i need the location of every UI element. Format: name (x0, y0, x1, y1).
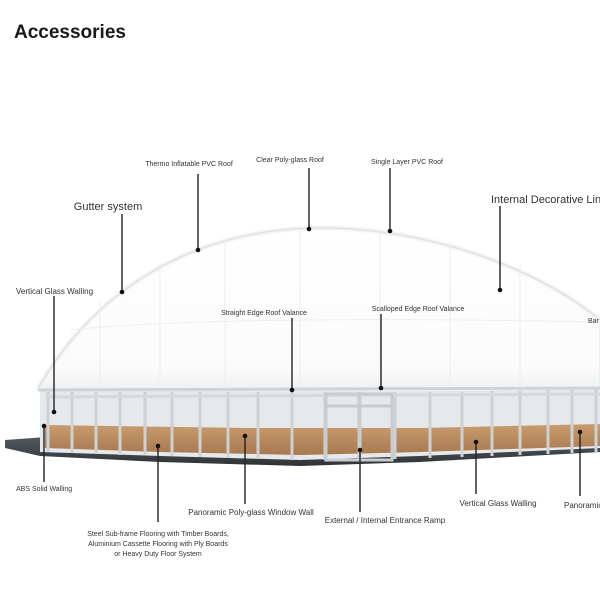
label-clear-polyglass-roof: Clear Poly-glass Roof (256, 157, 324, 164)
label-panoramic-cut: Panoramic (564, 501, 600, 510)
label-entrance-ramp: External / Internal Entrance Ramp (325, 516, 446, 525)
label-flooring-line-3: or Heavy Duty Floor System (114, 551, 202, 558)
page-title: Accessories (14, 22, 126, 43)
label-gutter-system: Gutter system (74, 201, 142, 213)
label-internal-decorative-lining: Internal Decorative Lini (491, 194, 600, 206)
label-vertical-glass-walling-top: Vertical Glass Walling (16, 287, 93, 296)
label-flooring-line-2: Aluminium Cassette Flooring with Ply Boa… (88, 541, 228, 548)
label-scalloped-edge-roof-valance: Scalloped Edge Roof Valance (372, 306, 465, 313)
roof-panel-seams (69, 229, 591, 391)
label-abs-solid-walling: ABS Solid Walling (16, 486, 72, 493)
label-vertical-glass-walling-bottom: Vertical Glass Walling (459, 499, 536, 508)
label-single-layer-pvc-roof: Single Layer PVC Roof (371, 159, 443, 166)
label-panoramic-polyglass-window-wall: Panoramic Poly-glass Window Wall (188, 508, 314, 517)
roof-valance (37, 386, 600, 392)
label-straight-edge-roof-valance: Straight Edge Roof Valance (221, 310, 307, 317)
label-flooring-line-1: Steel Sub-frame Flooring with Timber Boa… (87, 531, 229, 538)
leader-lines (43, 168, 581, 522)
wall-transom (44, 392, 600, 399)
label-bar: Bar (588, 318, 600, 325)
leader-dots (41, 226, 583, 453)
label-thermo-inflatable-pvc-roof: Thermo Inflatable PVC Roof (145, 161, 233, 168)
